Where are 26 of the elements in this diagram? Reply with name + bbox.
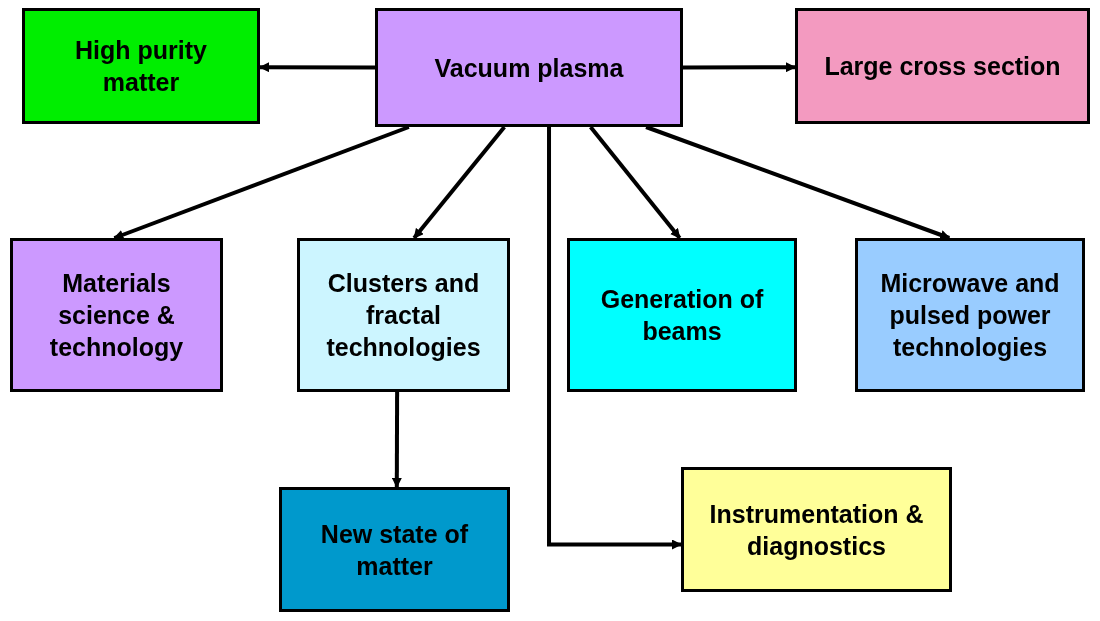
box-label: Generation of beams	[599, 284, 765, 347]
process-box	[22, 8, 260, 124]
box-label: Microwave and pulsed power technologies	[879, 268, 1061, 363]
box-label: New state of matter	[319, 518, 470, 582]
box-label: Large cross section	[824, 51, 1061, 82]
arrow	[391, 392, 402, 488]
box-label: Materials science & technology	[48, 268, 185, 363]
arrow	[259, 62, 375, 73]
arrow	[589, 125, 682, 240]
box-label: High purity matter	[74, 35, 208, 98]
arrow	[645, 125, 951, 240]
process-box	[681, 467, 952, 592]
process-box	[10, 238, 223, 392]
arrow	[113, 125, 410, 240]
arrow	[412, 125, 506, 240]
box-label: Clusters and fractal technologies	[325, 268, 482, 363]
process-box	[297, 238, 510, 392]
process-box	[279, 487, 510, 612]
box-label: Vacuum plasma	[434, 52, 624, 84]
process-box	[567, 238, 797, 392]
process-box	[795, 8, 1090, 124]
arrow	[683, 62, 796, 73]
process-box	[855, 238, 1085, 392]
arrow	[547, 127, 682, 550]
box-label: Instrumentation & diagnostics	[708, 498, 925, 562]
process-box	[375, 8, 683, 127]
